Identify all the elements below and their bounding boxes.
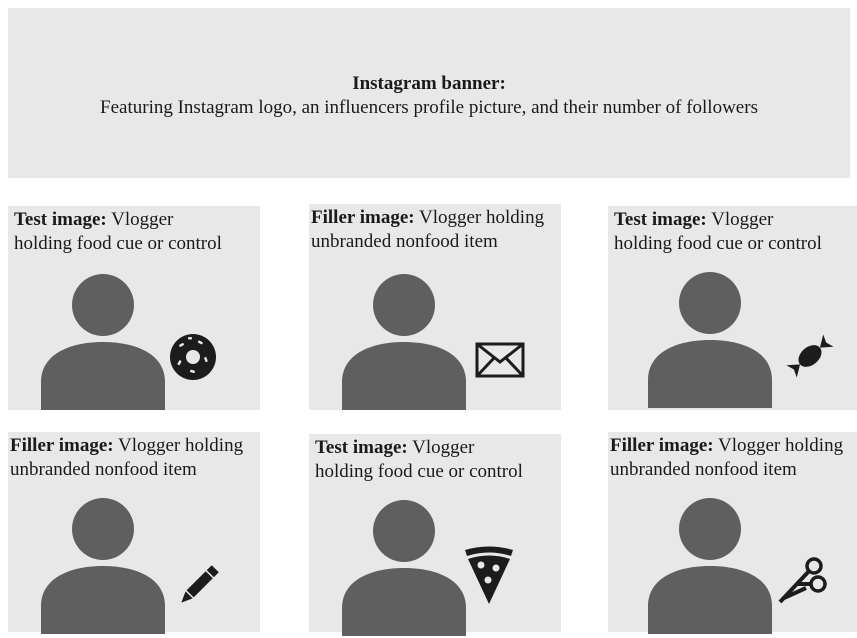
person-silhouette-icon — [342, 274, 466, 410]
panel-label: Filler image: — [311, 207, 415, 228]
person-silhouette-icon — [41, 274, 165, 410]
panel-filler-image-2: Filler image: Vlogger holding unbranded … — [8, 432, 260, 634]
panel-test-image-2: Test image: Vlogger holding food cue or … — [608, 206, 857, 410]
panel-filler-image-3: Filler image: Vlogger holding unbranded … — [608, 432, 857, 634]
panel-text: Vlogger holding unbranded nonfood item — [610, 435, 844, 480]
panel-caption: Filler image: Vlogger holding unbranded … — [610, 434, 843, 482]
panel-text: Vlogger holding food cue or control — [614, 209, 822, 254]
panel-caption: Test image: Vlogger holding food cue or … — [14, 208, 222, 256]
candy-icon — [786, 334, 834, 378]
panel-test-image-1: Test image: Vlogger holding food cue or … — [8, 206, 260, 410]
panel-label: Filler image: — [10, 435, 114, 456]
scissors-icon — [778, 557, 827, 604]
instagram-banner: Instagram banner: Featuring Instagram lo… — [8, 8, 850, 178]
pencil-icon — [181, 565, 219, 603]
panel-caption: Test image: Vlogger holding food cue or … — [315, 436, 523, 484]
panel-label: Test image: — [315, 437, 408, 458]
panel-filler-image-1: Filler image: Vlogger holding unbranded … — [309, 204, 561, 410]
panel-text: Vlogger holding unbranded nonfood item — [311, 207, 545, 252]
panel-test-image-3: Test image: Vlogger holding food cue or … — [309, 434, 561, 636]
panel-caption: Test image: Vlogger holding food cue or … — [614, 208, 822, 256]
panel-label: Filler image: — [610, 435, 714, 456]
envelope-icon — [475, 342, 525, 378]
panel-text: Vlogger holding unbranded nonfood item — [10, 435, 244, 480]
person-silhouette-icon — [41, 498, 165, 634]
banner-description: Featuring Instagram logo, an influencers… — [100, 97, 758, 118]
pizza-slice-icon — [465, 546, 513, 604]
donut-icon — [170, 334, 216, 380]
person-silhouette-icon — [648, 498, 772, 634]
person-silhouette-icon — [342, 500, 466, 636]
panel-text: Vlogger holding food cue or control — [315, 437, 523, 482]
banner-title: Instagram banner: — [352, 73, 506, 94]
panel-caption: Filler image: Vlogger holding unbranded … — [311, 206, 544, 254]
panel-label: Test image: — [614, 209, 707, 230]
person-silhouette-icon — [648, 272, 772, 408]
panel-text: Vlogger holding food cue or control — [14, 209, 222, 254]
panel-caption: Filler image: Vlogger holding unbranded … — [10, 434, 243, 482]
panel-label: Test image: — [14, 209, 107, 230]
